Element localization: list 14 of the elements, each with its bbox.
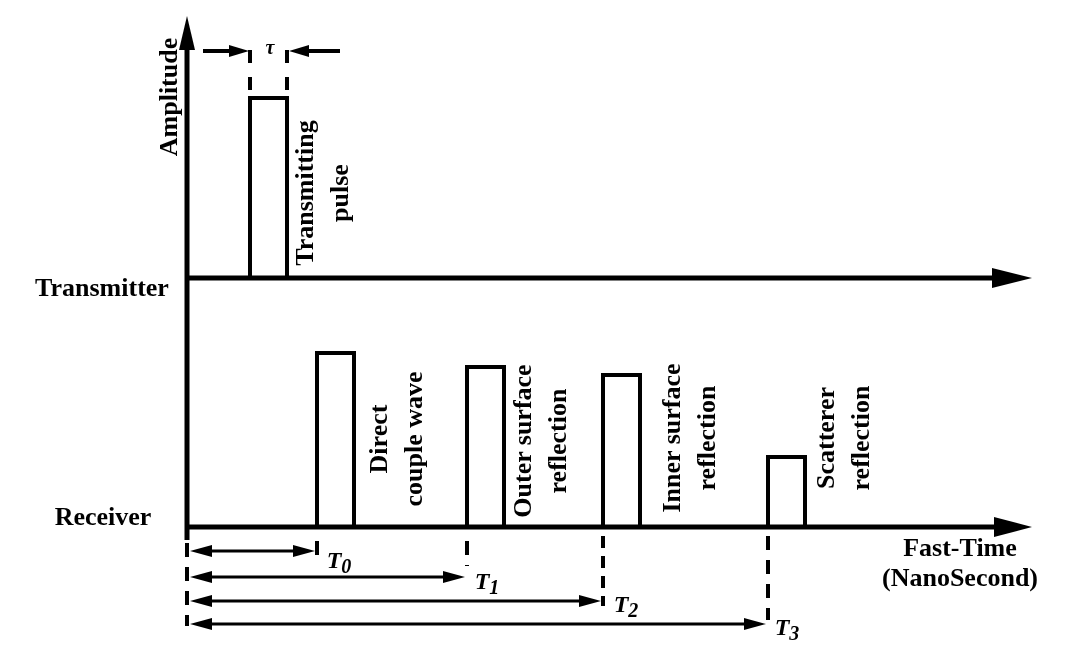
axis-label: Fast-Time (NanoSecond) (881, 533, 1039, 593)
pulse-label: Inner surface reflection (656, 362, 722, 515)
channel-label: Transmitter (35, 273, 169, 303)
pulse-label: Scatterer reflection (810, 384, 876, 493)
time-label: T$_{0}$ (326, 545, 352, 580)
pulse-label: Direct couple wave (363, 370, 429, 509)
time-label: T$_{1}$ (474, 566, 500, 601)
axis-label: Amplitude (152, 36, 184, 159)
pulse-width-label: τ (265, 35, 275, 59)
pulse-label: Outer surface reflection (507, 363, 573, 520)
pulse-label: Transmitting pulse (289, 119, 355, 268)
channel-label: Receiver (54, 502, 152, 532)
time-label: T$_{2}$ (613, 589, 639, 624)
time-label: T$_{3}$ (774, 612, 800, 647)
